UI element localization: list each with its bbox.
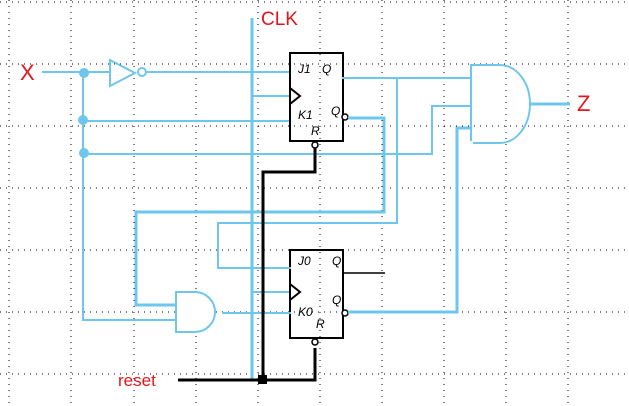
clock-triangle-icon	[289, 283, 302, 301]
clock-triangle-icon	[289, 87, 302, 105]
q1-to-j0-wire[interactable]	[217, 77, 398, 269]
x-to-and3-wire[interactable]	[82, 105, 471, 155]
ff1-k-label: K1	[298, 108, 313, 122]
clk-label: CLK	[261, 9, 298, 30]
reset-bubble	[311, 338, 319, 346]
junction-dot	[79, 68, 89, 78]
ff1-qbar-label: Q	[331, 104, 340, 118]
not-bubble	[137, 67, 147, 77]
ff1-q-label: Q	[322, 62, 331, 76]
ff0-k-label: K0	[298, 305, 313, 319]
and-gate-3[interactable]	[471, 64, 531, 144]
ff1-j-label: J1	[297, 62, 311, 76]
and-gate-2[interactable]	[175, 291, 216, 333]
ff0-j-label: J0	[297, 254, 311, 268]
q1bar-to-and2-wire[interactable]	[134, 116, 386, 307]
not-gate[interactable]	[109, 58, 138, 88]
qbar-bubble	[341, 113, 349, 121]
ff0-r-label: R	[316, 317, 325, 331]
flipflop-1[interactable]	[289, 52, 344, 142]
ff1-r-label: R	[311, 124, 320, 138]
reset-wire[interactable]	[178, 348, 317, 382]
input-x-label: X	[20, 60, 35, 85]
reset-bubble	[311, 141, 319, 149]
reset-junction	[258, 375, 267, 384]
reset-label: reset	[118, 371, 156, 390]
qbar-bubble	[341, 309, 349, 317]
ff0-qbar-label: Q	[332, 293, 341, 307]
ff0-q-label: Q	[332, 254, 341, 268]
flipflop-0[interactable]	[289, 249, 344, 339]
q0bar-to-and3-wire[interactable]	[348, 126, 470, 314]
reset-ff1-wire[interactable]	[261, 148, 317, 380]
output-z-label: Z	[577, 91, 590, 116]
